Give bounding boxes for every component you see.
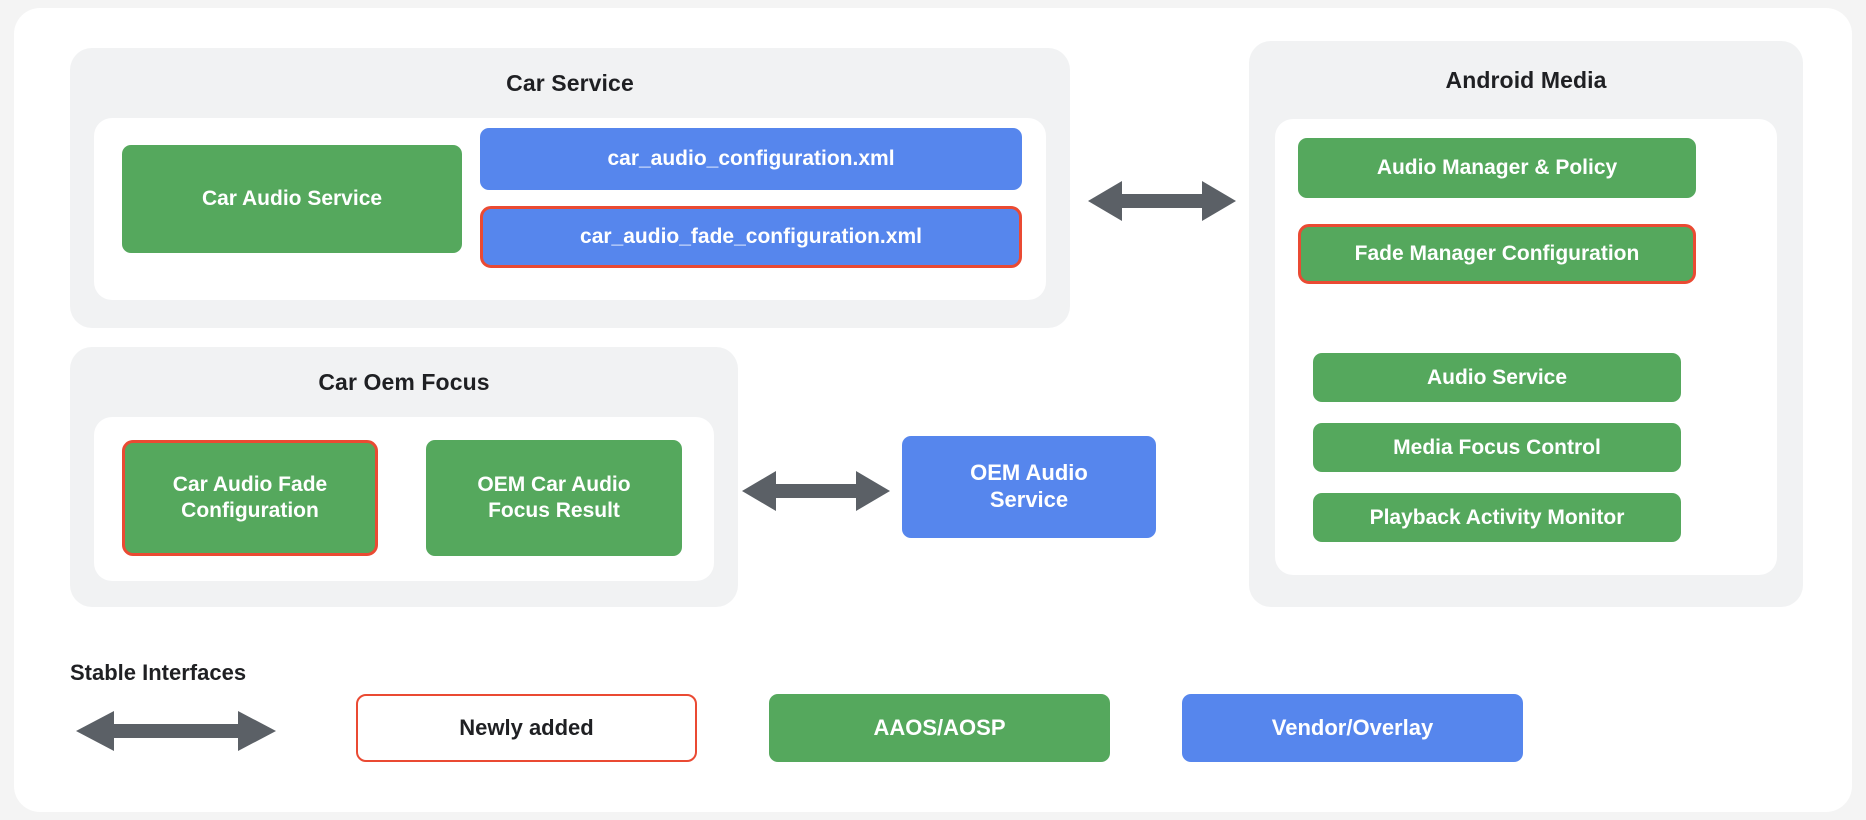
legend-stable-interfaces-label: Stable Interfaces (70, 660, 247, 685)
node-fade-manager-configuration[interactable]: Fade Manager Configuration (1298, 224, 1696, 284)
group-car-oem-focus: Car Oem Focus Car Audio Fade Configurati… (70, 347, 738, 607)
legend: Stable Interfaces Newly added AAOS/AOSP … (14, 628, 1852, 778)
group-android-media-title: Android Media (1445, 67, 1607, 93)
legend-item-aaos-aosp[interactable]: AAOS/AOSP (769, 694, 1110, 762)
car-oem-focus-inner-card: Car Audio Fade Configuration OEM Car Aud… (94, 417, 714, 581)
legend-item-newly-added[interactable]: Newly added (356, 694, 697, 762)
node-oem-audio-service[interactable]: OEM Audio Service (902, 436, 1156, 538)
diagram-card: Car Service Car Audio Service car_audio_… (14, 8, 1852, 812)
node-media-focus-control[interactable]: Media Focus Control (1313, 423, 1681, 472)
node-audio-manager-and-policy[interactable]: Audio Manager & Policy (1298, 138, 1696, 198)
group-car-service-title: Car Service (506, 70, 634, 96)
android-media-inner-card: Audio Manager & Policy Fade Manager Conf… (1275, 119, 1777, 575)
node-audio-service[interactable]: Audio Service (1313, 353, 1681, 402)
legend-item-vendor-overlay[interactable]: Vendor/Overlay (1182, 694, 1523, 762)
node-car-audio-fade-configuration[interactable]: Car Audio Fade Configuration (122, 440, 378, 556)
node-car-audio-fade-configuration-xml[interactable]: car_audio_fade_configuration.xml (480, 206, 1022, 268)
legend-stable-interfaces-arrow (76, 708, 276, 754)
node-car-audio-configuration-xml[interactable]: car_audio_configuration.xml (480, 128, 1022, 190)
arrow-car-service-to-android-media (1088, 178, 1236, 224)
node-playback-activity-monitor[interactable]: Playback Activity Monitor (1313, 493, 1681, 542)
group-android-media: Android Media Audio Manager & Policy Fad… (1249, 41, 1803, 607)
group-car-oem-focus-title: Car Oem Focus (318, 369, 490, 395)
car-service-inner-card: Car Audio Service car_audio_configuratio… (94, 118, 1046, 300)
group-car-service: Car Service Car Audio Service car_audio_… (70, 48, 1070, 328)
node-car-audio-service[interactable]: Car Audio Service (122, 145, 462, 253)
arrow-oem-focus-to-oem-audio-service (742, 468, 890, 514)
node-oem-car-audio-focus-result[interactable]: OEM Car Audio Focus Result (426, 440, 682, 556)
